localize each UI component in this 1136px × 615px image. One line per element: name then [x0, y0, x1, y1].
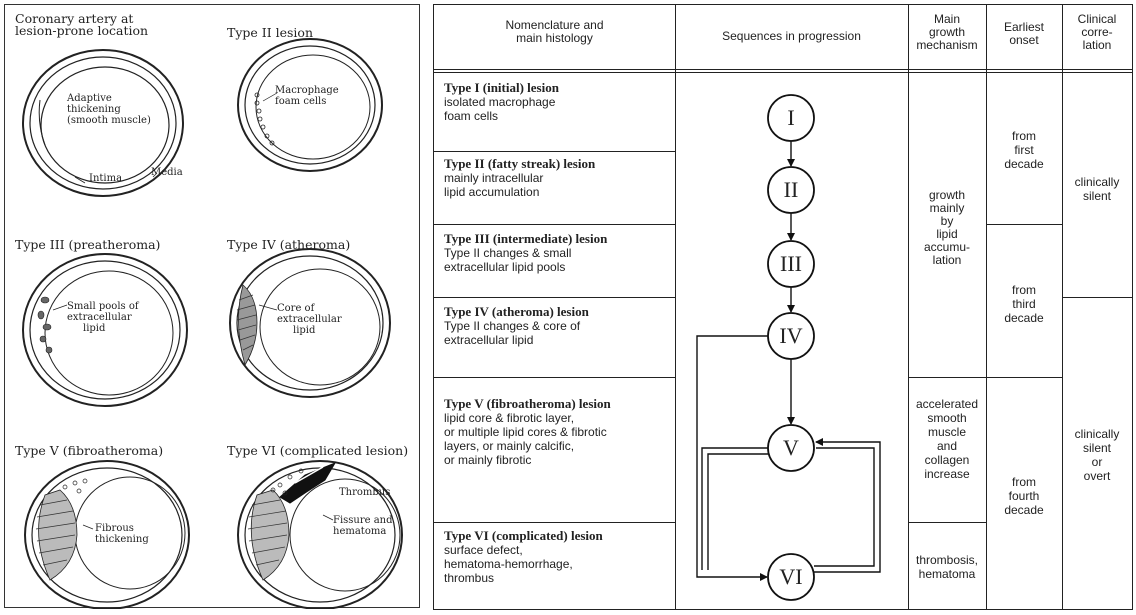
header-onset: Earliest onset: [1003, 20, 1044, 47]
type4-label: Type IV (atheroma): [227, 237, 351, 252]
clinical-silent: clinically silent: [1074, 175, 1120, 203]
onset-fourth-decade: from fourth decade: [1004, 475, 1044, 517]
row-type-6: Type VI (complicated) lesion surface def…: [444, 528, 603, 586]
type3-label: Type III (preatheroma): [15, 237, 161, 252]
loop-right-outer: [814, 438, 881, 573]
media-annotation: Media: [151, 167, 183, 178]
node-label-III: III: [780, 251, 802, 276]
core-annotation: Core of extracellular lipid: [277, 303, 342, 336]
node-label-IV: IV: [779, 323, 803, 348]
row-type-1: Type I (initial) lesion isolated macroph…: [444, 80, 559, 124]
coronary-label: Coronary artery at lesion-prone location: [15, 11, 149, 38]
fissure-annotation: Fissure and hematoma: [333, 515, 393, 537]
header-nomenclature: Nomenclature and main histology: [505, 18, 604, 45]
type2-label: Type II lesion: [227, 25, 314, 40]
loop-right-inner: [814, 447, 875, 567]
header-clinical: Clinical corre- lation: [1077, 12, 1117, 52]
thrombus-annotation: Thrombus: [339, 487, 391, 498]
type6-label: Type VI (complicated lesion): [227, 443, 409, 458]
small-pools-annotation: Small pools of extracellular lipid: [67, 301, 139, 334]
row-type-4: Type IV (atheroma) lesion Type II change…: [444, 304, 589, 348]
col-divider-4: [1062, 5, 1064, 609]
growth-smooth-muscle: accelerated smooth muscle and collagen i…: [915, 397, 979, 481]
row-type-5: Type V (fibroatheroma) lesion lipid core…: [444, 396, 611, 468]
fibrous-annotation: Fibrous thickening: [95, 523, 149, 545]
loop-left-outer: [701, 447, 768, 570]
header-growth: Main growth mechanism: [916, 12, 978, 52]
growth-lipid: growth mainly by lipid accumu- lation: [923, 188, 970, 267]
type6-sketch: [237, 460, 403, 609]
arrow-IV-VI: [696, 335, 768, 581]
header-sequences: Sequences in progression: [722, 29, 861, 43]
col-divider-1: [675, 5, 677, 609]
macrophage-annotation: Macrophage foam cells: [275, 85, 339, 107]
onset-third-decade: from third decade: [1004, 283, 1044, 325]
type5-label: Type V (fibroatheroma): [15, 443, 164, 458]
row-type-2: Type II (fatty streak) lesion mainly int…: [444, 156, 596, 200]
col-divider-2: [908, 5, 910, 609]
progression-flowchart: [696, 94, 881, 601]
header-divider: [434, 69, 1132, 71]
row-type-3: Type III (intermediate) lesion Type II c…: [444, 231, 608, 275]
loop-left-inner: [707, 453, 768, 570]
type2-sketch: [237, 38, 383, 172]
clinical-silent-or-overt: clinically silent or overt: [1074, 427, 1120, 483]
col-divider-3: [986, 5, 988, 609]
lesion-sketches: [22, 38, 403, 609]
lesion-illustrations-panel: Coronary artery at lesion-prone location…: [4, 4, 420, 609]
type5-sketch: [24, 460, 190, 609]
node-label-VI: VI: [779, 564, 803, 589]
type3-sketch: [22, 253, 188, 407]
intima-annotation: Intima: [89, 173, 123, 184]
node-label-I: I: [787, 105, 795, 130]
onset-first-decade: from first decade: [1004, 129, 1044, 171]
adaptive-thickening-annotation: Adaptive thickening (smooth muscle): [67, 93, 151, 126]
node-label-II: II: [783, 177, 799, 202]
normal-artery-sketch: [22, 49, 184, 197]
type4-sketch: [229, 248, 391, 398]
node-VI: [767, 553, 815, 601]
lesion-classification-table: Nomenclature and main histology Sequence…: [433, 4, 1133, 610]
node-label-V: V: [783, 435, 799, 460]
growth-thrombosis: thrombosis, hematoma: [915, 553, 979, 581]
